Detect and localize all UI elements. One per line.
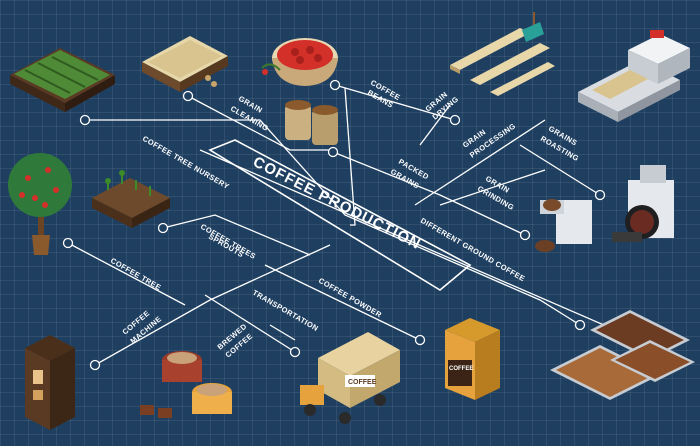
node-nursery: [79, 114, 91, 126]
coffee-bag-illustration: COFFEE: [445, 318, 500, 400]
connector-brewed: [269, 324, 296, 341]
connector-drying: [419, 104, 451, 146]
node-sprouts: [157, 222, 169, 234]
connector-transport: [204, 294, 296, 353]
node-tree: [62, 237, 74, 249]
connector-nursery: [85, 119, 581, 326]
title-frame: COFFEE PRODUCTION: [208, 139, 472, 291]
delivery-truck-illustration: COFFEE: [300, 332, 400, 424]
truck-sign-panel: [345, 375, 375, 387]
connector-sprouts: [162, 214, 311, 256]
brewed-coffee-cups-illustration: [140, 351, 232, 418]
coffee-sprouts-pots-illustration: [92, 170, 170, 228]
seedling-trays-illustration: [10, 48, 115, 112]
connector-nodes: [62, 79, 606, 371]
coffee-tree-illustration: [8, 153, 72, 255]
connector-packed: [332, 151, 526, 236]
packed-grains-bags-illustration: [285, 100, 338, 145]
node-drying: [449, 114, 461, 126]
ground-coffee-trays-illustration: [550, 310, 695, 400]
label-different-ground-coffee: DIFFERENT GROUND COFFEE: [419, 216, 527, 283]
connector-cleaning: [187, 95, 330, 151]
connector-grinding: [439, 169, 546, 206]
coffee-cherries-bowl-illustration: [261, 38, 338, 86]
connector-machine: [94, 244, 331, 366]
title-outline: [208, 139, 472, 291]
connector-lines: [67, 84, 651, 366]
grain-processing-machine-illustration: [578, 30, 690, 122]
node-transport: [289, 346, 301, 358]
label-coffee-tree-nursery: COFFEE TREE NURSERY: [141, 134, 231, 191]
node-different-ground: [574, 319, 586, 331]
connector-powder: [264, 264, 421, 341]
label-transportation: TRANSPORTATION: [251, 288, 320, 333]
grain-drying-boards-illustration: [450, 12, 555, 96]
truck-sign-text: COFFEE: [348, 379, 377, 386]
coffee-grinder-illustration: [535, 199, 592, 252]
connector-processing: [414, 119, 546, 206]
node-cleaning: [182, 90, 194, 102]
node-powder: [414, 334, 426, 346]
connector-cleaning-top: [334, 84, 456, 121]
coffee-machine-illustration: [25, 335, 75, 430]
bean-crate-illustration: [142, 36, 228, 92]
connector-coffee-beans: [344, 87, 356, 226]
coffee-roaster-illustration: [612, 165, 674, 242]
node-grinding: [519, 229, 531, 241]
connector-roasting: [519, 144, 601, 196]
node-cleaning-bags: [327, 146, 339, 158]
bag-label-text: COFFEE: [449, 366, 473, 372]
label-coffee-powder: COFFEE POWDER: [317, 276, 384, 320]
node-beans: [329, 79, 341, 91]
connector-central-diagonal: [199, 149, 651, 346]
connector-tree: [67, 242, 186, 306]
node-machine: [89, 359, 101, 371]
label-coffee-tree: COFFEE TREE: [109, 256, 163, 292]
node-roasting: [594, 189, 606, 201]
